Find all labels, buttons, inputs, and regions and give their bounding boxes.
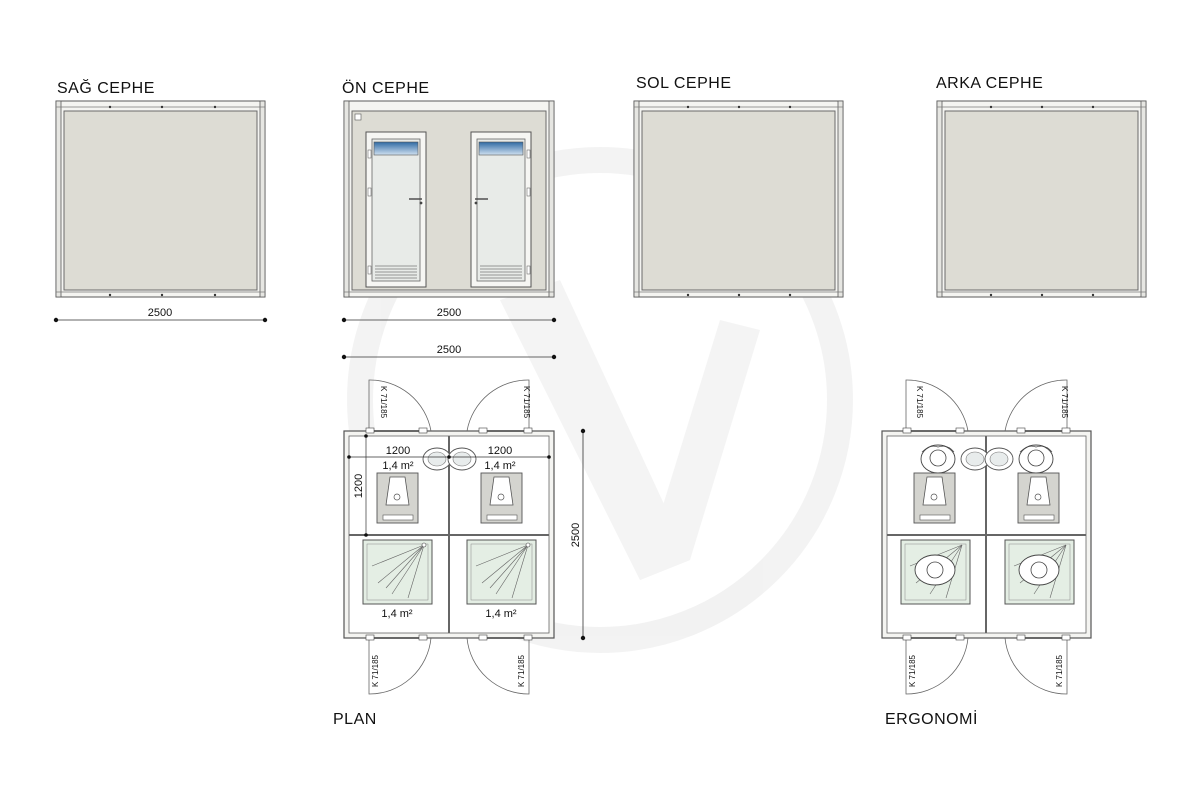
door-swing-bottom-left bbox=[902, 634, 969, 695]
elevation-front bbox=[343, 100, 555, 298]
squat-toilet-icon bbox=[1017, 472, 1060, 524]
dim-depth-plan: 2500 bbox=[570, 523, 582, 547]
area-shower-right: 1,4 m² bbox=[485, 608, 517, 620]
dim-room-width-right: 1200 bbox=[488, 445, 512, 457]
squat-toilet-icon bbox=[376, 472, 419, 524]
dim-room-depth: 1200 bbox=[353, 474, 365, 498]
door-code-bottom-right: K 71/185 bbox=[1055, 654, 1064, 687]
dimension-right: 2500 bbox=[53, 307, 268, 323]
plan-inner-dimensions bbox=[347, 428, 586, 641]
dim-width-front: 2500 bbox=[437, 307, 461, 319]
watermark-logo bbox=[347, 147, 853, 653]
door-swing-bottom-right bbox=[1004, 634, 1071, 695]
shower-tray-icon bbox=[362, 539, 433, 605]
door-swing-top-right bbox=[466, 379, 533, 434]
dim-width-plan: 2500 bbox=[437, 344, 461, 356]
door-code-bottom-right: K 71/185 bbox=[517, 654, 526, 687]
shower-tray-icon bbox=[1004, 539, 1075, 605]
elevation-right bbox=[55, 100, 266, 298]
area-toilet-right: 1,4 m² bbox=[484, 460, 516, 472]
door-code-top-left: K 71/185 bbox=[379, 386, 388, 419]
elevation-back bbox=[936, 100, 1147, 298]
person-figure-icon bbox=[920, 444, 1054, 474]
door-code-top-right: K 71/185 bbox=[1060, 386, 1069, 419]
door-swing-top-right bbox=[1004, 379, 1071, 434]
view-title-left: SOL CEPHE bbox=[636, 75, 732, 92]
vent-icon bbox=[354, 113, 362, 121]
door-swing-top-left bbox=[365, 379, 432, 434]
door-front-2 bbox=[470, 131, 532, 288]
view-title-back: ARKA CEPHE bbox=[936, 75, 1043, 92]
door-code-bottom-left: K 71/185 bbox=[371, 654, 380, 687]
door-swing-bottom-right bbox=[466, 634, 533, 695]
dim-width-right: 2500 bbox=[148, 307, 172, 319]
door-code-top-left: K 71/185 bbox=[915, 386, 924, 419]
squat-toilet-icon bbox=[913, 472, 956, 524]
elevation-left bbox=[633, 100, 844, 298]
door-front-1 bbox=[365, 131, 427, 288]
view-title-front: ÖN CEPHE bbox=[342, 79, 430, 97]
view-title-plan: PLAN bbox=[333, 711, 377, 728]
plan-view: 1200 1200 1200 2500 1,4 m² 1,4 m² 1,4 m²… bbox=[343, 379, 586, 695]
door-swing-bottom-left bbox=[365, 634, 432, 695]
shower-tray-icon bbox=[900, 539, 971, 605]
door-code-top-right: K 71/185 bbox=[522, 386, 531, 419]
door-swing-top-left bbox=[902, 379, 969, 434]
sink-icon bbox=[422, 447, 477, 471]
door-code-bottom-left: K 71/185 bbox=[908, 654, 917, 687]
view-title-ergonomics: ERGONOMİ bbox=[885, 709, 978, 728]
squat-toilet-icon bbox=[480, 472, 523, 524]
sink-icon bbox=[960, 447, 1014, 471]
dimension-front: 2500 bbox=[341, 307, 557, 323]
dim-room-width-left: 1200 bbox=[386, 445, 410, 457]
view-title-right: SAĞ CEPHE bbox=[57, 78, 155, 97]
area-toilet-left: 1,4 m² bbox=[382, 460, 414, 472]
area-shower-left: 1,4 m² bbox=[381, 608, 413, 620]
shower-tray-icon bbox=[466, 539, 537, 605]
ergonomics-view: K 71/185 K 71/185 K 71/185 K 71/185 bbox=[881, 379, 1092, 695]
dimension-plan-top: 2500 bbox=[341, 344, 557, 360]
